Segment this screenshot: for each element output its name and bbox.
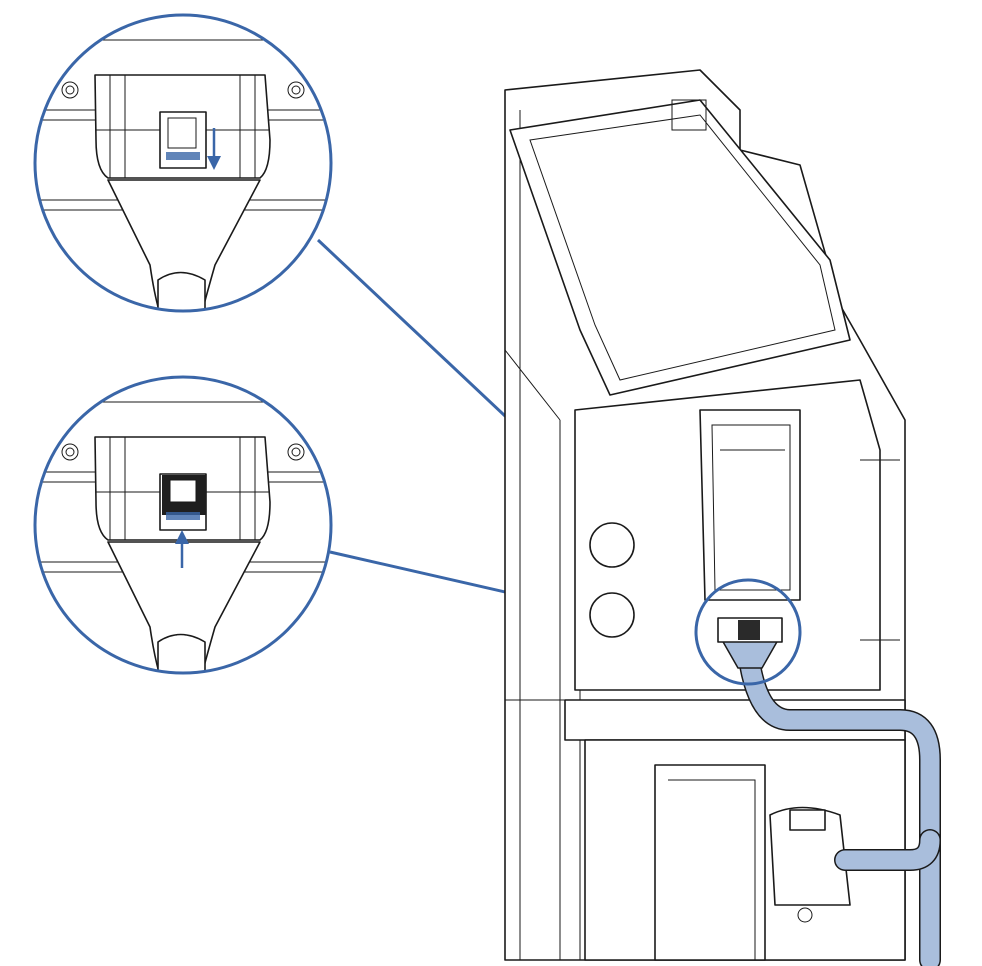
connector-callout-small bbox=[694, 578, 802, 686]
main-unit-drawing bbox=[504, 69, 906, 961]
cable bbox=[739, 654, 941, 966]
detail-callout-unlocked bbox=[33, 13, 333, 313]
detail-callout-locked bbox=[33, 375, 333, 675]
